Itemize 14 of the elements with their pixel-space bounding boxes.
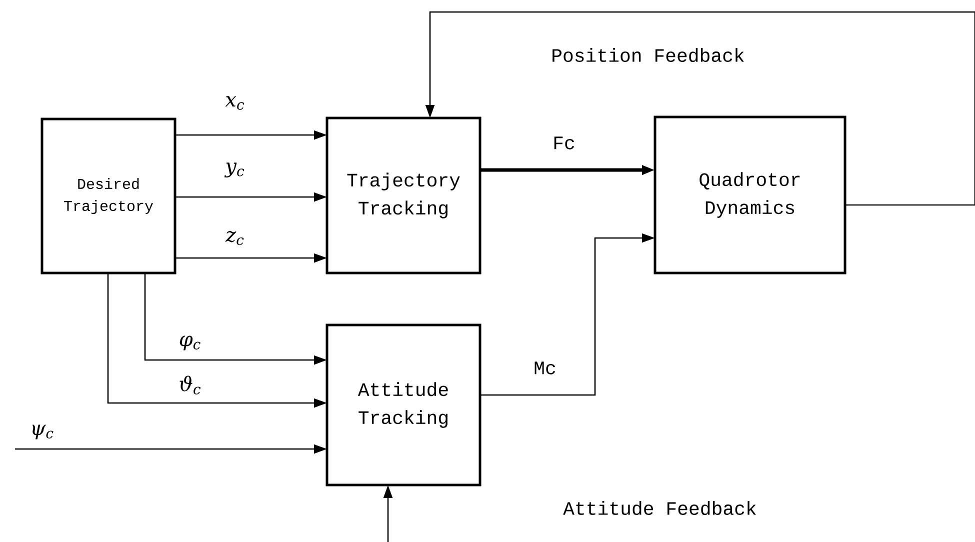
feedback-label: Attitude Feedback <box>563 501 756 515</box>
edge-label: Position Feedback <box>550 47 746 63</box>
edge-label: ψ$_{c}$ <box>29 424 56 440</box>
edge-label: x$_{c}$ <box>224 95 246 111</box>
edge-label: z$_{c}$ <box>224 230 246 246</box>
block-box: Attitude Tracking <box>326 324 482 486</box>
block-box: Desired Trajectory <box>40 118 176 274</box>
edge-label: Fc <box>552 136 576 150</box>
edge-label: ϑ$_{c}$ <box>178 374 202 396</box>
edge-label: Mc <box>532 360 558 376</box>
block-box: Trajectory Tracking <box>326 116 482 274</box>
block-box: Quadrotor Dynamics <box>654 116 846 274</box>
edge-label: φ$_{c}$ <box>178 334 202 352</box>
edge-label: y$_{c}$ <box>224 162 246 178</box>
